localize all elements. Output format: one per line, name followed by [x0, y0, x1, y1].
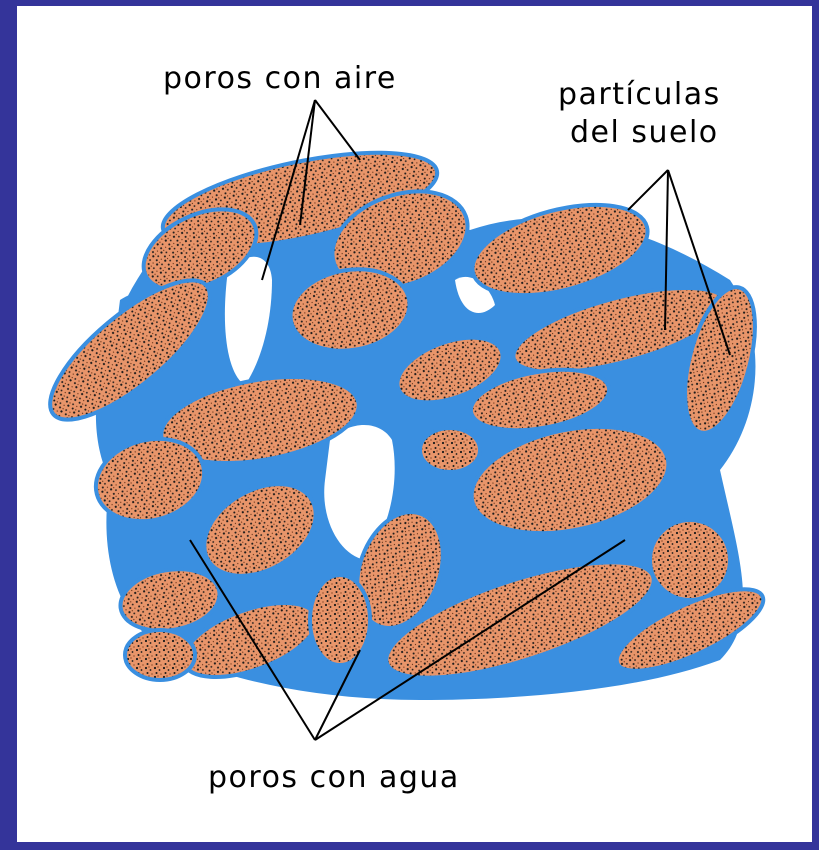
label-water-pores: poros con agua: [208, 763, 460, 793]
diagram-panel: poros con aire partículas del suelo poro…: [17, 6, 812, 842]
label-air-pores: poros con aire: [163, 64, 397, 94]
label-soil-particles-line1: partículas: [558, 80, 721, 110]
label-soil-particles-line2: del suelo: [570, 118, 719, 148]
